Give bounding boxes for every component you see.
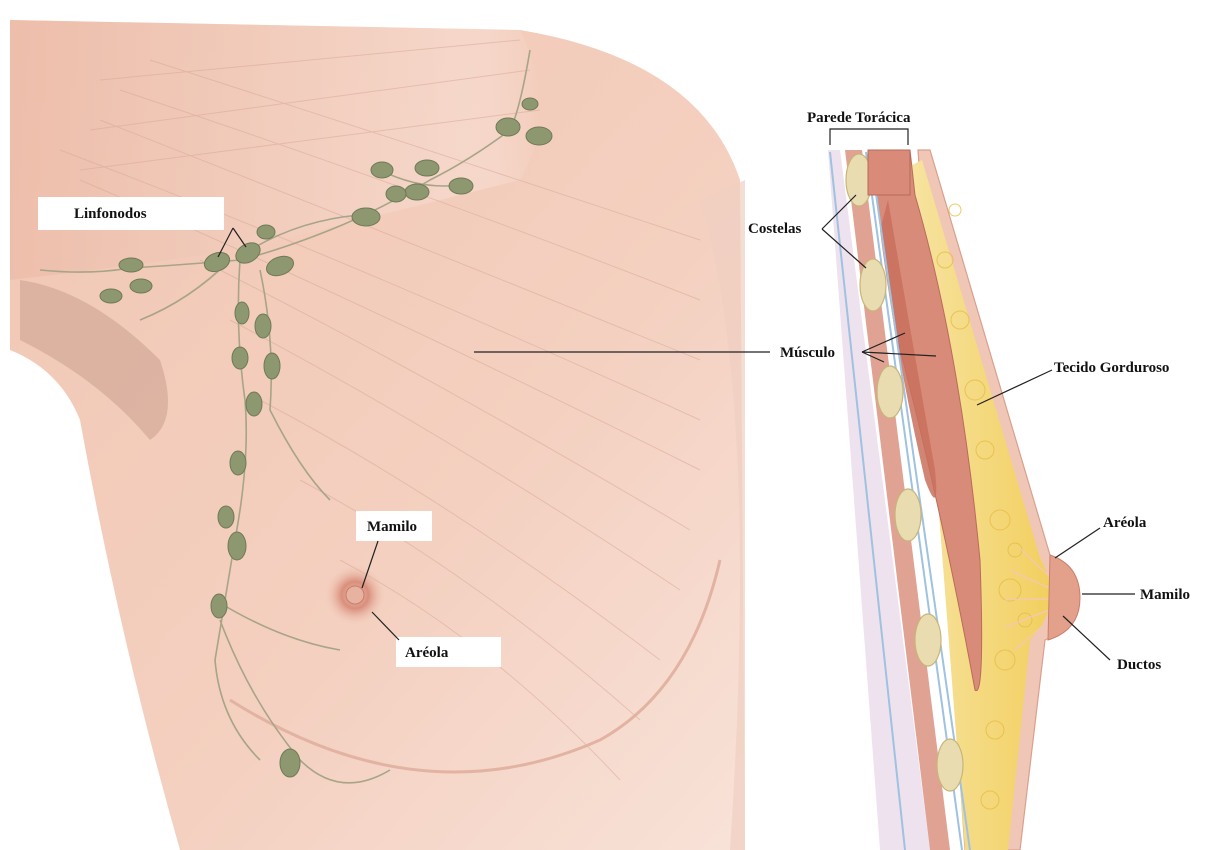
parede-toracica-label: Parede Torácica xyxy=(807,110,911,126)
mamilo-side-label: Mamilo xyxy=(1140,587,1190,603)
ductos-pointer xyxy=(1063,616,1110,660)
parede-toracica-bracket xyxy=(830,129,908,145)
chest-wall-block xyxy=(868,150,910,195)
cross-section-illustration xyxy=(828,150,1080,850)
front-nipple xyxy=(346,586,364,604)
front-view-illustration xyxy=(10,20,770,850)
areola-side-pointer xyxy=(1055,528,1100,558)
costelas-label: Costelas xyxy=(748,221,801,237)
musculo-label: Músculo xyxy=(780,345,835,361)
mamilo-front-label: Mamilo xyxy=(367,519,417,535)
areola-front-label: Aréola xyxy=(405,645,449,661)
areola-side-label: Aréola xyxy=(1103,515,1147,531)
ductos-label: Ductos xyxy=(1117,657,1161,673)
linfonodos-label: Linfonodos xyxy=(74,206,147,222)
tecido-gorduroso-label: Tecido Gorduroso xyxy=(1054,360,1169,376)
